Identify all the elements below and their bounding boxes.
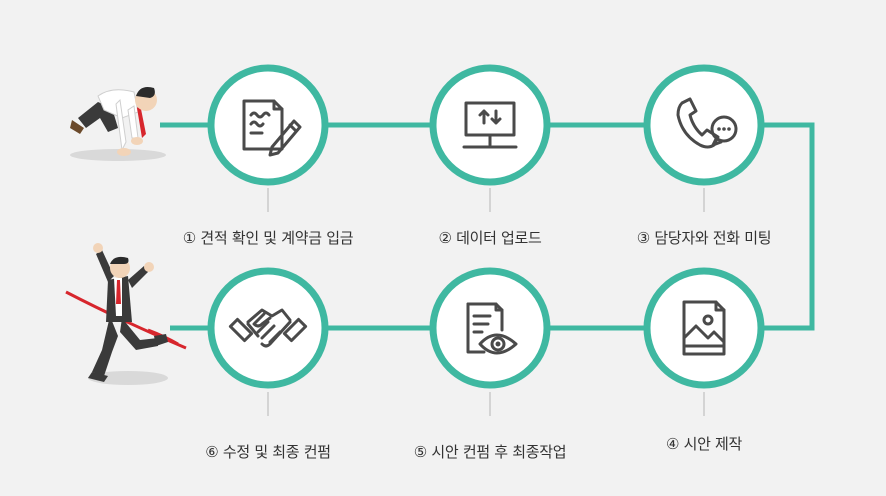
contract-pen-icon	[242, 99, 302, 157]
eye-pupil	[495, 341, 501, 347]
step-5-node	[429, 267, 551, 389]
step-6-node	[207, 267, 329, 389]
finish-line-runner-illustration	[65, 243, 187, 385]
step-5-label: ⑤ 시안 컨펌 후 최종작업	[413, 443, 567, 461]
step-1-label: ① 견적 확인 및 계약금 입금	[182, 229, 354, 247]
step-3-node	[643, 64, 765, 186]
document-eye-icon	[466, 302, 518, 355]
step-2-label: ② 데이터 업로드	[438, 229, 542, 247]
label-ticks	[267, 188, 705, 416]
crouching-runner-illustration	[70, 87, 166, 161]
phone-chat-icon	[676, 97, 738, 149]
step-4-node	[643, 267, 765, 389]
step-ring	[429, 64, 551, 186]
chat-dots	[717, 127, 731, 131]
step-3-label: ③ 담당자와 전화 미팅	[636, 229, 772, 247]
step-6-label: ⑥ 수정 및 최종 컨펌	[205, 443, 331, 461]
monitor-upload-icon	[462, 101, 518, 149]
image-document-icon	[682, 300, 726, 356]
handshake-icon	[228, 308, 308, 348]
step-ring	[207, 267, 329, 389]
step-ring	[429, 267, 551, 389]
step-ring	[643, 267, 765, 389]
step-ring	[643, 64, 765, 186]
step-2-node	[429, 64, 551, 186]
step-4-label: ④ 시안 제작	[665, 435, 743, 453]
step-ring	[207, 64, 329, 186]
step-1-node	[207, 64, 329, 186]
